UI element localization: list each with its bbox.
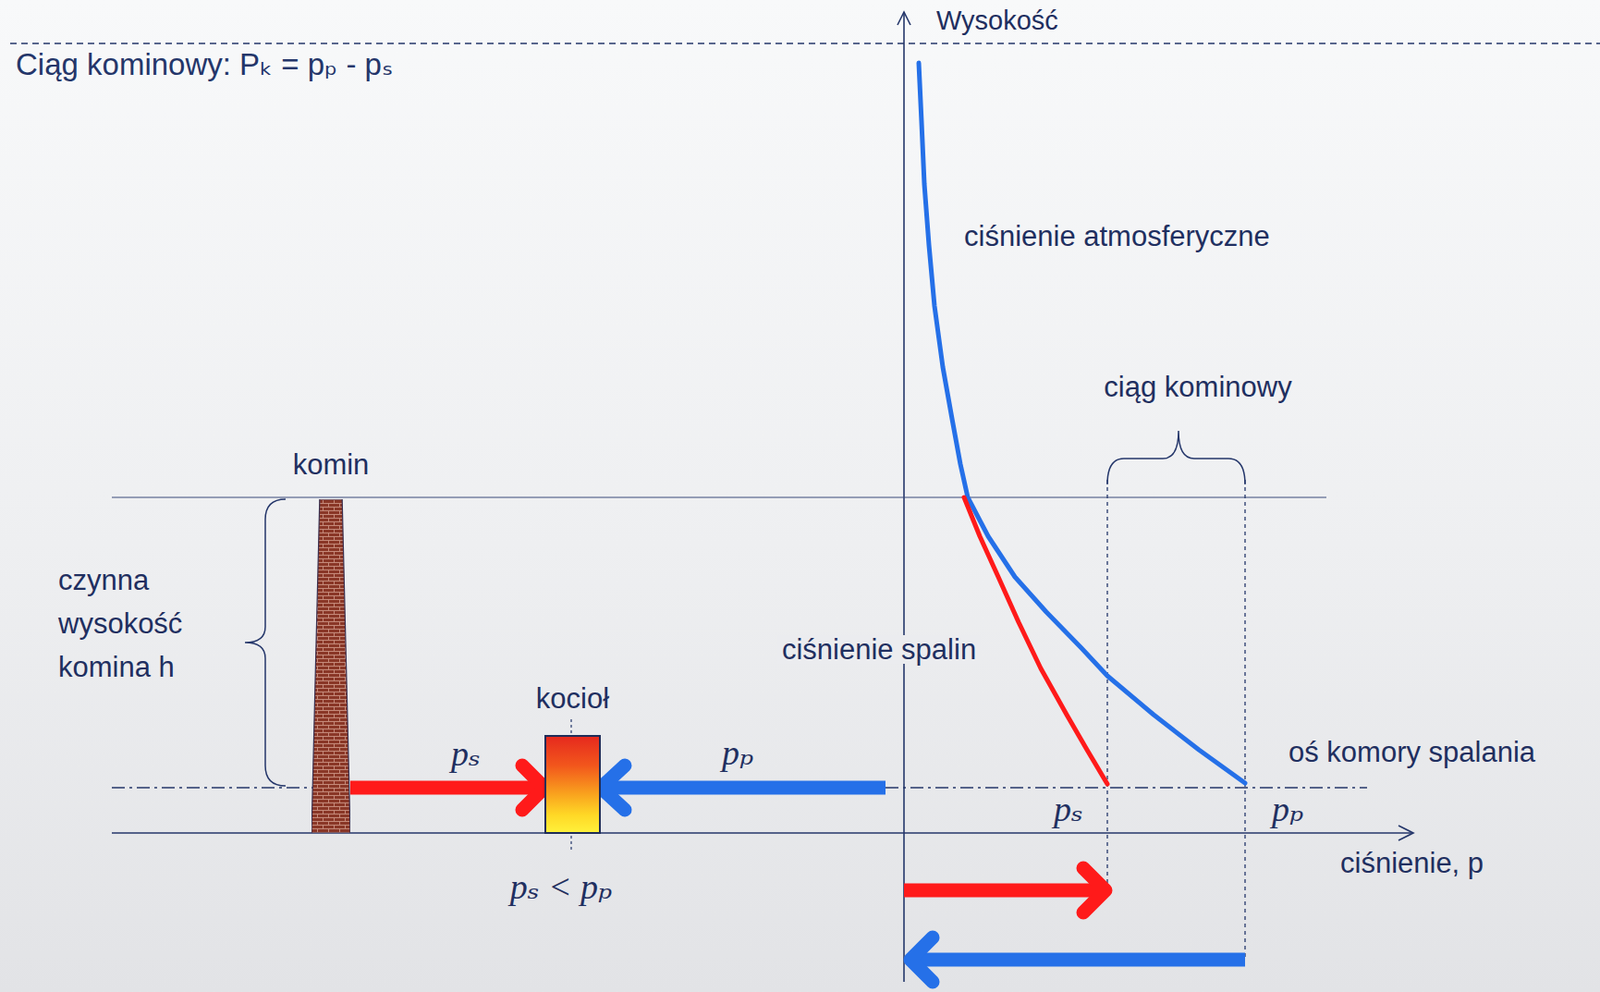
- pressure-symbol: pₚ: [721, 734, 754, 770]
- pressure-symbol: pₚ: [1271, 791, 1304, 827]
- pressure-axis: [111, 831, 1413, 834]
- ps-arrow: [903, 883, 1099, 898]
- diagram-label: ciśnienie spalin: [777, 635, 981, 664]
- atmospheric-pressure-curve: [918, 62, 1246, 783]
- pressure-symbol: pₛ: [1053, 791, 1084, 827]
- draft-brace: [1107, 430, 1246, 485]
- axis-arrowhead: [897, 12, 911, 25]
- chimney-top-line: [111, 497, 1327, 499]
- title: Ciąg kominowy: Pₖ = pₚ - pₛ: [15, 48, 393, 80]
- pressure-symbol: pₛ: [451, 735, 481, 771]
- height-brace: [244, 499, 286, 786]
- ps-guide-line: [1106, 479, 1108, 890]
- diagram-label: oś komory spalania: [1288, 737, 1536, 767]
- node-heading: kocioł: [536, 683, 610, 713]
- boiler-node: kocioł: [544, 734, 601, 834]
- arrowhead: [522, 765, 545, 810]
- node-heading: komin: [293, 450, 370, 479]
- air-pressure-arrowhead: [600, 765, 625, 810]
- pp-guide-line: [1244, 479, 1246, 960]
- pressure-symbol: pₛ < pₚ: [510, 868, 613, 904]
- flue-gas-pressure-curve: [964, 497, 1108, 784]
- pp-arrow: [917, 952, 1246, 967]
- axis-arrowhead: [1398, 825, 1414, 841]
- air-pressure-arrow: [608, 781, 886, 795]
- diagram-label: czynna wysokość komina h: [58, 558, 197, 689]
- arrow-shaft: [350, 781, 538, 795]
- combustion-axis-line: [111, 786, 1368, 789]
- diagram-label: ciąg kominowy: [1103, 372, 1292, 402]
- diagram-label: Wysokość: [936, 7, 1059, 35]
- ps-arrowhead: [1083, 867, 1106, 913]
- pressure-arrow: [350, 765, 545, 810]
- top-dashed-line: [10, 42, 1600, 45]
- chimney-shape: [311, 499, 351, 833]
- chimney-body: [311, 499, 351, 833]
- pp-arrowhead: [910, 937, 933, 982]
- diagram-label: ciśnienie atmosferyczne: [964, 221, 1271, 251]
- diagram-label: ciśnienie, p: [1340, 848, 1484, 878]
- chimney-node: komin: [311, 499, 351, 833]
